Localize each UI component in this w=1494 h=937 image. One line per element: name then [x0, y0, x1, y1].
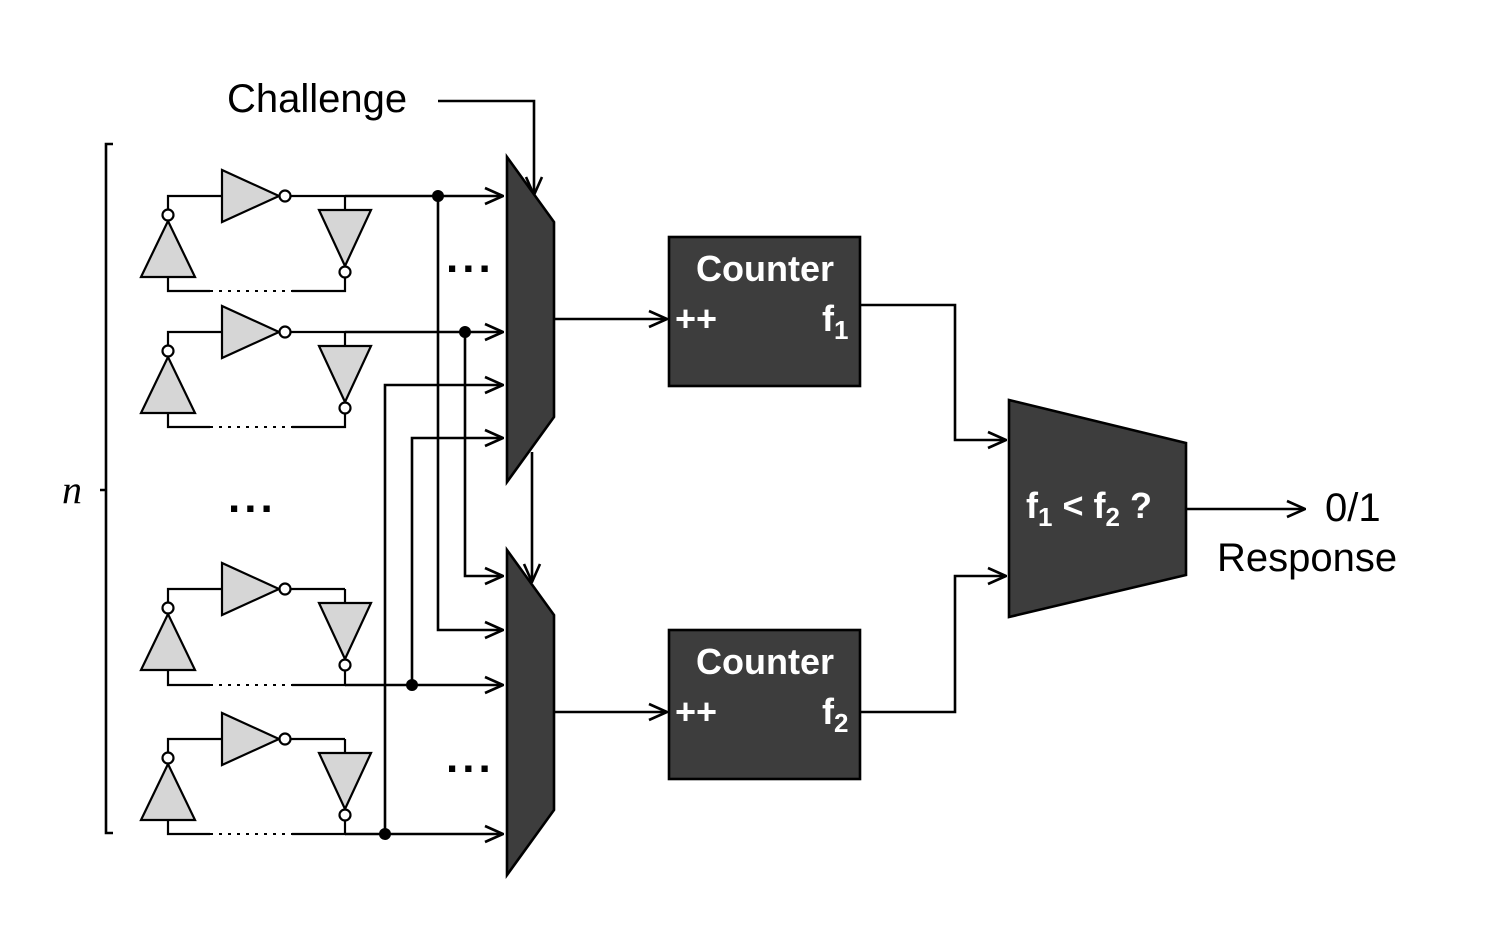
inverter-icon	[220, 711, 282, 767]
counter-2-freq: f2	[822, 691, 848, 738]
n-bracket	[100, 142, 113, 835]
response-label: Response	[1217, 536, 1397, 580]
counter1-to-comparator-wire	[860, 303, 1006, 440]
inverter-bubble-icon	[161, 344, 175, 358]
inverter-bubble-icon	[278, 189, 292, 203]
inverter-bubble-icon	[338, 808, 352, 822]
ring-oscillator-1	[139, 168, 373, 293]
counter-2-increment: ++	[675, 691, 717, 732]
inverter-icon	[317, 601, 373, 662]
inverter-bubble-icon	[278, 582, 292, 596]
ring-oscillator-4	[139, 711, 373, 836]
inverter-bubble-icon	[161, 601, 175, 615]
comparator-label: f1 < f2 ?	[1026, 485, 1152, 532]
mux2-ellipsis: ...	[446, 733, 495, 782]
counter-2: Counter ++ f2	[667, 628, 862, 781]
counter-1: Counter ++ f1	[667, 235, 862, 388]
ring-oscillator-3	[139, 561, 373, 687]
inverter-icon	[139, 354, 197, 415]
inverter-bubble-icon	[278, 732, 292, 746]
ro1-to-mux2-wire	[436, 196, 503, 630]
inverter-bubble-icon	[338, 265, 352, 279]
ro3-to-mux1-wire	[410, 438, 503, 685]
challenge-label: Challenge	[227, 77, 407, 121]
counter-1-title: Counter	[696, 248, 834, 289]
counter2-to-comparator-wire	[860, 576, 1006, 714]
junction-dot	[432, 190, 444, 202]
multiplexer-1	[505, 152, 556, 487]
inverter-icon	[317, 344, 373, 405]
inverter-icon	[139, 218, 197, 279]
inverter-bubble-icon	[338, 658, 352, 672]
challenge-wire	[438, 99, 534, 195]
inverter-icon	[139, 611, 197, 672]
inverter-bubble-icon	[161, 208, 175, 222]
junction-dot	[459, 326, 471, 338]
ro2-to-mux2-wire	[463, 332, 503, 576]
inverter-icon	[317, 208, 373, 269]
inverter-icon	[317, 751, 373, 812]
inverter-icon	[220, 561, 282, 617]
inverter-icon	[139, 761, 197, 822]
ring-oscillator-2	[139, 304, 373, 429]
response-value: 0/1	[1325, 486, 1381, 530]
inverter-bubble-icon	[278, 325, 292, 339]
inverter-icon	[220, 168, 282, 224]
junction-dot	[379, 828, 391, 840]
n-label: n	[62, 467, 82, 512]
counter-1-freq: f1	[822, 298, 848, 345]
junction-dot	[406, 679, 418, 691]
inverter-bubble-icon	[338, 401, 352, 415]
mux1-ellipsis: ...	[446, 233, 495, 282]
inverter-icon	[220, 304, 282, 360]
oscillator-ellipsis: ...	[228, 473, 277, 522]
counter-1-increment: ++	[675, 298, 717, 339]
counter-2-title: Counter	[696, 641, 834, 682]
multiplexer-2	[505, 545, 556, 880]
comparator: f1 < f2 ?	[1007, 398, 1188, 619]
inverter-bubble-icon	[161, 751, 175, 765]
